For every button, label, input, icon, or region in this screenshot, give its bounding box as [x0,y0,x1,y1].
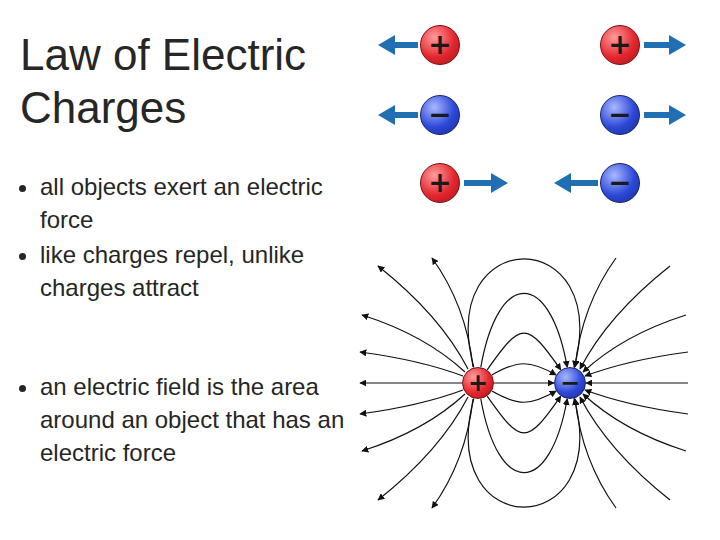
field-line [360,382,462,383]
field-line [487,333,561,370]
field-line [378,266,468,369]
positive-charge: + [420,163,460,203]
field-line [492,391,556,402]
positive-charge: + [462,367,494,399]
charge-sign: − [608,101,631,129]
field-line [580,266,670,369]
field-line [575,258,616,367]
negative-charge: − [600,163,640,203]
field-line [360,390,463,414]
field-line [580,397,670,500]
charge-sign: + [428,169,451,197]
bullet-text: all objects exert an electric force [40,170,358,236]
outer-field-lines [360,258,688,508]
field-line [585,352,688,376]
force-arrow [644,35,686,55]
field-line [585,390,688,414]
bullet-text: an electric field is the area around an … [40,370,358,469]
negative-charge: − [420,95,460,135]
force-arrow [378,105,418,125]
field-line [360,352,463,376]
bullet-text: like charges repel, unlike charges attra… [40,238,358,304]
positive-charge: + [420,25,460,65]
field-line [481,293,567,367]
connectors [468,259,579,507]
force-arrow [554,173,598,193]
charge-sign: − [560,371,580,395]
field-line [586,382,688,383]
bullet-list: all objects exert an electric forcelike … [22,170,358,471]
field-line [432,258,473,367]
field-line [575,399,616,508]
field-line [492,364,556,375]
charge-sign: + [468,371,488,395]
positive-charge: + [600,25,640,65]
field-line [362,394,465,451]
charge-sign: + [608,31,631,59]
slide-title: Law of Electric Charges [20,28,360,134]
force-arrow [464,173,508,193]
negative-charge: − [600,95,640,135]
field-line [362,315,465,372]
negative-charge: − [554,367,586,399]
field-line [468,259,579,368]
force-arrow [378,35,418,55]
force-arrow [644,105,686,125]
charge-sign: − [608,169,631,197]
charge-sign: − [428,101,451,129]
field-line [583,315,686,372]
field-line [432,399,473,508]
field-line [481,399,567,473]
field-line [494,382,554,383]
field-line [487,396,561,433]
field-line [378,397,468,500]
field-line [583,394,686,451]
field-line [468,398,579,507]
charge-sign: + [428,31,451,59]
